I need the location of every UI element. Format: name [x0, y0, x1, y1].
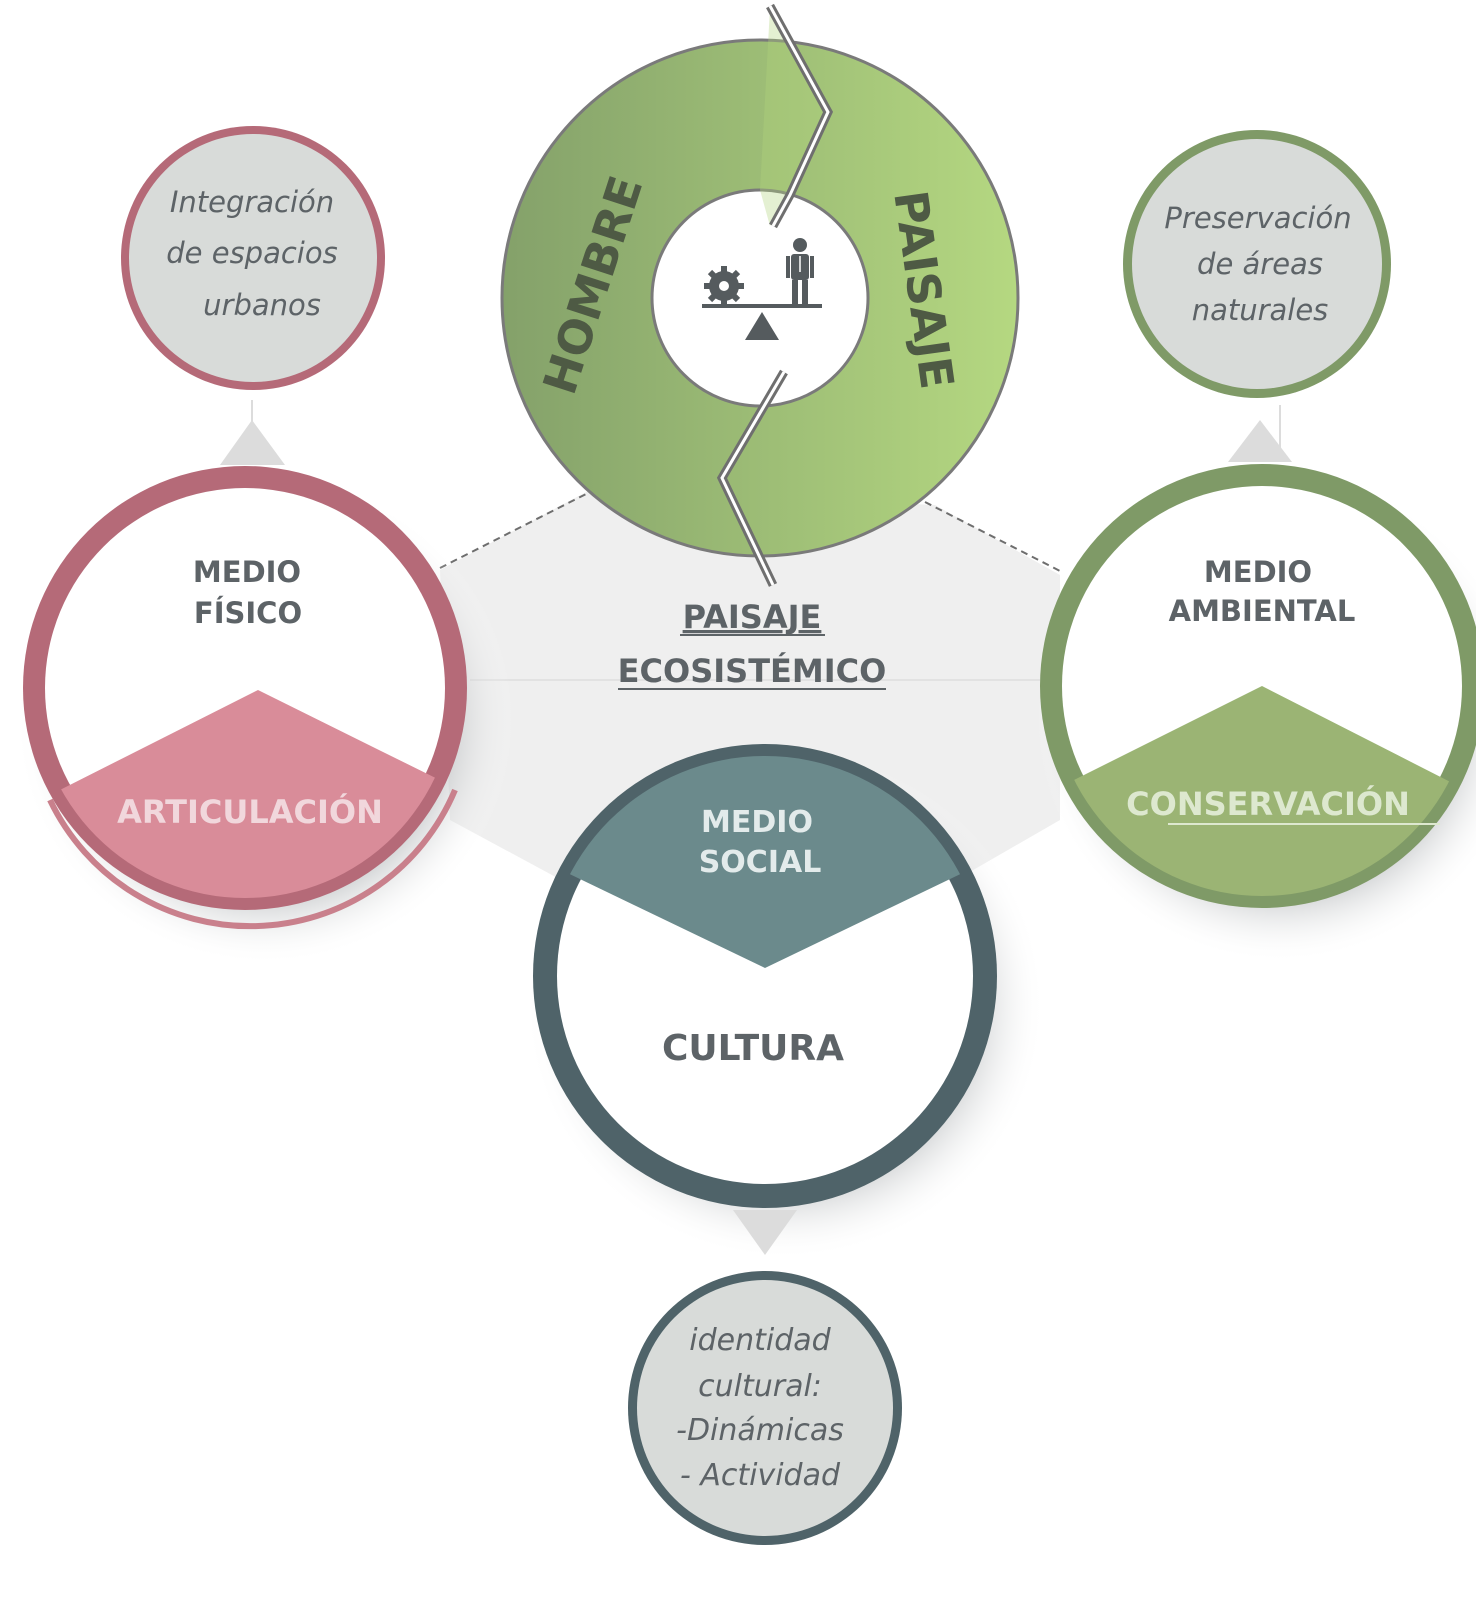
social-note-line-3: -Dinámicas	[676, 1413, 844, 1448]
person-icon	[786, 238, 814, 304]
fisico-title-line2: FÍSICO	[194, 596, 302, 630]
social-note-line-2: cultural:	[698, 1369, 822, 1404]
ambiental-connector-triangle	[1228, 420, 1292, 462]
ambiental-note-line-3: naturales	[1192, 293, 1329, 327]
balance-fulcrum	[745, 312, 779, 340]
fisico-note-line-1: Integración	[170, 185, 334, 219]
ambiental-title-line2: AMBIENTAL	[1169, 594, 1356, 628]
ambiental-note-line-2: de áreas	[1197, 247, 1323, 281]
social-note-line-1: identidad	[689, 1323, 831, 1358]
central-title-line2: ECOSISTÉMICO	[618, 652, 887, 690]
fisico-title-line1: MEDIO	[193, 555, 301, 589]
social-title-line1: MEDIO	[701, 805, 813, 840]
fisico-note-line-3: urbanos	[203, 288, 321, 322]
social-note-circle: identidad cultural: -Dinámicas - Activid…	[628, 1271, 902, 1545]
central-title: PAISAJE ECOSISTÉMICO	[618, 598, 887, 690]
social-title-line2: SOCIAL	[699, 845, 822, 880]
balance-scale-gear-person-icon	[702, 238, 822, 340]
hombre-paisaje-cycle: HOMBRE PAISAJE	[500, 3, 1020, 587]
ambiental-note-circle: Preservación de áreas naturales	[1123, 130, 1391, 398]
ambiental-band-label: CONSERVACIÓN	[1126, 784, 1410, 823]
fisico-connector-triangle	[220, 420, 285, 465]
medio-fisico-node: MEDIO FÍSICO ARTICULACIÓN	[23, 466, 467, 930]
ambiental-title-line1: MEDIO	[1204, 555, 1312, 589]
ambiental-note-line-1: Preservación	[1164, 201, 1351, 235]
fisico-band-label: ARTICULACIÓN	[117, 792, 383, 831]
medio-ambiental-node: MEDIO AMBIENTAL CONSERVACIÓN	[1040, 464, 1476, 908]
fisico-note-line-2: de espacios	[166, 236, 337, 270]
social-connector-triangle	[733, 1210, 797, 1255]
social-core-label: CULTURA	[662, 1028, 844, 1069]
central-title-line1: PAISAJE	[683, 598, 822, 636]
social-note-line-4: - Actividad	[680, 1458, 841, 1493]
medio-social-node: MEDIO SOCIAL CULTURA	[533, 744, 997, 1208]
gear-icon	[704, 266, 744, 306]
fisico-note-circle: Integración de espacios urbanos	[121, 126, 385, 390]
